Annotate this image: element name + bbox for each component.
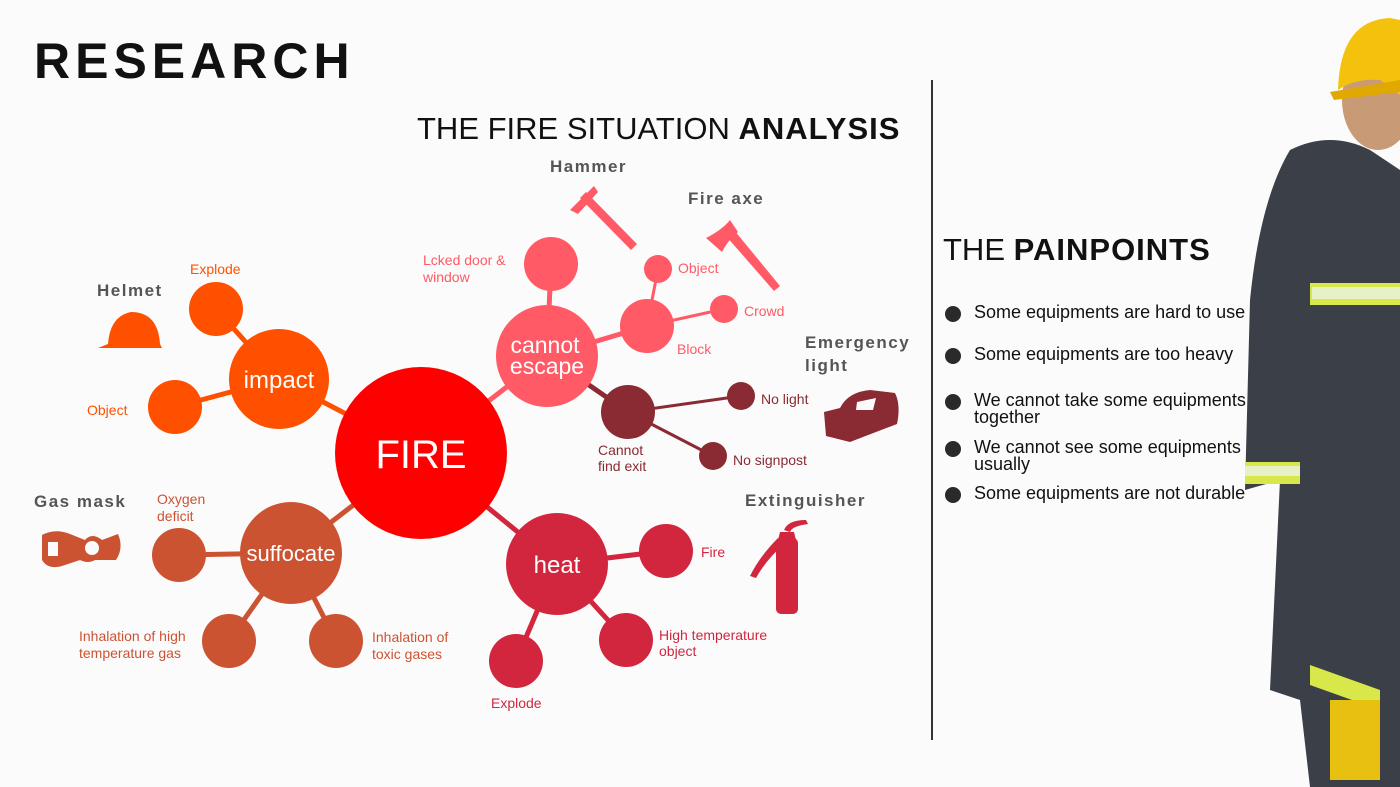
painpoint-text-cont: usually xyxy=(974,454,1031,474)
label-toxic-1: Inhalation of xyxy=(372,629,448,645)
label-oxygen-2: deficit xyxy=(157,508,194,524)
painpoint-item: Some equipments are not durable xyxy=(944,483,1274,503)
painpoints-title-light: THE xyxy=(943,232,1005,267)
node-suffocate xyxy=(240,502,342,604)
bullet-icon xyxy=(945,487,961,503)
tool-label-light-2: light xyxy=(805,356,848,375)
label-exit-1: Cannot xyxy=(598,442,643,458)
node-oxygen xyxy=(152,528,206,582)
label-fire: FIRE xyxy=(375,433,466,477)
helmet-icon xyxy=(98,312,162,348)
tool-label-hammer: Hammer xyxy=(550,157,627,176)
page-title: RESEARCH xyxy=(34,33,355,89)
label-suffocate: suffocate xyxy=(247,541,336,566)
node-impact-explode xyxy=(189,282,243,336)
node-fire xyxy=(335,367,507,539)
fire-axe-icon xyxy=(706,220,780,291)
label-hot-object-2: object xyxy=(659,643,696,659)
bullet-icon xyxy=(945,306,961,322)
bullet-icon xyxy=(945,441,961,457)
label-toxic-2: toxic gases xyxy=(372,646,442,662)
label-hot-object-1: High temperature xyxy=(659,627,767,643)
node-crowd xyxy=(710,295,738,323)
node-heat-fire xyxy=(639,524,693,578)
label-hot-gas-1: Inhalation of high xyxy=(79,628,186,644)
tool-label-gas-mask: Gas mask xyxy=(34,492,126,511)
label-no-light: No light xyxy=(761,391,809,407)
hammer-icon xyxy=(570,186,637,250)
label-block: Block xyxy=(677,341,712,357)
analysis-title-light: THE FIRE SITUATION xyxy=(417,111,730,146)
node-exit xyxy=(601,385,655,439)
emergency-light-icon xyxy=(824,390,899,442)
tool-label-extinguisher: Extinguisher xyxy=(745,491,866,510)
painpoints-title: THE PAINPOINTS xyxy=(943,232,1211,268)
extinguisher-icon xyxy=(750,520,808,614)
painpoint-text: Some equipments are too heavy xyxy=(974,344,1234,364)
label-exit-2: find exit xyxy=(598,458,646,474)
label-heat: heat xyxy=(534,552,581,579)
node-escape xyxy=(496,305,598,407)
label-hot-gas-2: temperature gas xyxy=(79,645,181,661)
painpoint-text: Some equipments are not durable xyxy=(974,483,1246,503)
label-heat-explode: Explode xyxy=(491,695,542,711)
label-locked-1: Lcked door & xyxy=(423,252,506,268)
node-impact xyxy=(229,329,329,429)
node-no-light xyxy=(727,382,755,410)
label-impact-object: Object xyxy=(87,402,128,418)
node-hot-gas xyxy=(202,614,256,668)
analysis-title-bold: ANALYSIS xyxy=(738,111,901,146)
painpoint-text-cont: together xyxy=(974,407,1041,427)
label-escape-1: cannot xyxy=(510,332,580,358)
node-locked xyxy=(524,237,578,291)
painpoint-text: Some equipments are hard to use xyxy=(974,302,1246,322)
node-toxic-gas xyxy=(309,614,363,668)
firefighter-photo xyxy=(1245,18,1400,787)
label-impact: impact xyxy=(244,367,315,394)
node-block xyxy=(620,299,674,353)
label-object: Object xyxy=(678,260,719,276)
painpoint-text: We cannot see some equipments xyxy=(974,437,1241,457)
node-heat xyxy=(506,513,608,615)
node-no-signpost xyxy=(699,442,727,470)
tool-label-light-1: Emergency xyxy=(805,333,910,352)
node-block-object xyxy=(644,255,672,283)
painpoint-text: We cannot take some equipments xyxy=(974,390,1246,410)
label-no-signpost: No signpost xyxy=(733,452,807,468)
mind-map: FIRE impact cannot escape suffocate heat… xyxy=(34,157,910,711)
painpoint-item: Some equipments are hard to use xyxy=(944,302,1274,322)
label-heat-fire: Fire xyxy=(701,544,725,560)
node-heat-explode xyxy=(489,634,543,688)
tool-label-axe: Fire axe xyxy=(688,189,764,208)
label-impact-explode: Explode xyxy=(190,261,241,277)
label-crowd: Crowd xyxy=(744,303,784,319)
divider xyxy=(931,80,933,740)
label-escape-2: escape xyxy=(510,353,584,379)
painpoint-item: Some equipments are too heavy xyxy=(944,344,1274,364)
bullet-icon xyxy=(945,348,961,364)
analysis-title: THE FIRE SITUATION ANALYSIS xyxy=(417,111,900,147)
bullet-icon xyxy=(945,394,961,410)
gas-mask-icon xyxy=(42,531,121,568)
painpoints-list: Some equipments are hard to use Some equ… xyxy=(944,300,1274,503)
label-locked-2: window xyxy=(422,269,471,285)
tool-label-helmet: Helmet xyxy=(97,281,163,300)
label-oxygen-1: Oxygen xyxy=(157,491,205,507)
node-impact-object xyxy=(148,380,202,434)
node-hot-object xyxy=(599,613,653,667)
painpoints-title-bold: PAINPOINTS xyxy=(1013,232,1211,267)
